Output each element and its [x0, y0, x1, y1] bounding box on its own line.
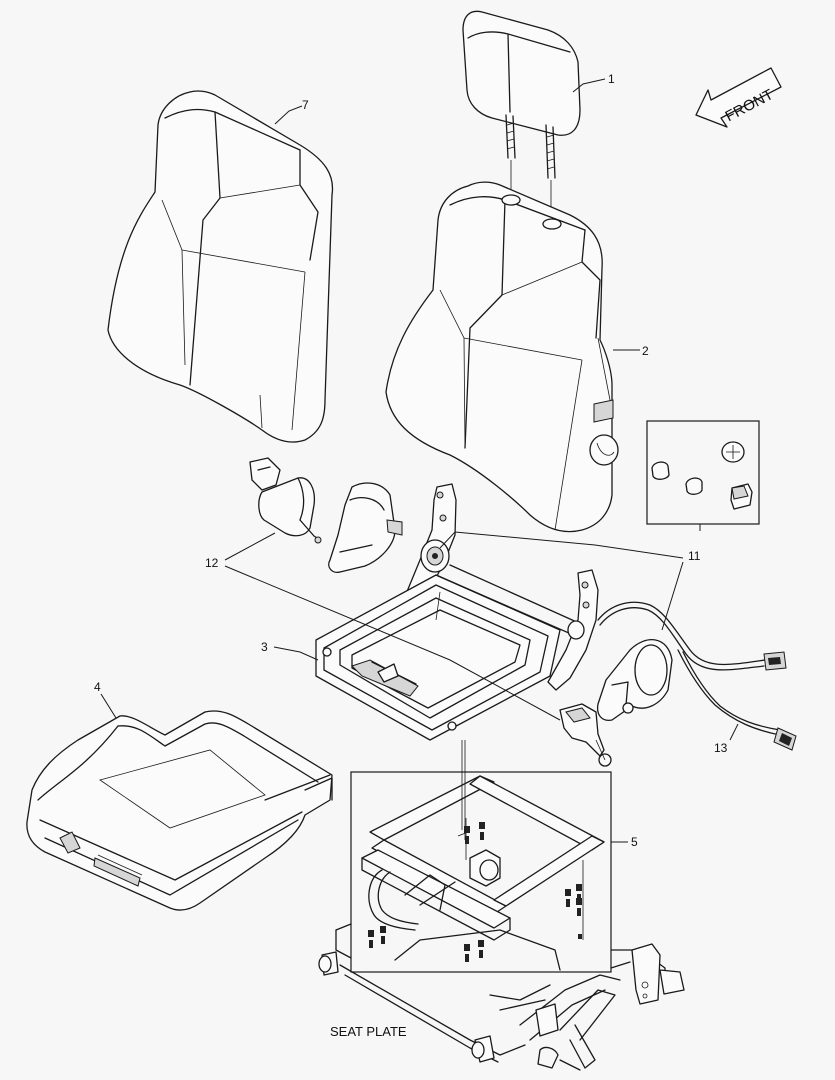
callout-4: 4: [94, 680, 101, 694]
callout-12: 12: [205, 556, 219, 570]
front-arrow-icon: FRONT: [695, 67, 782, 128]
seat-cushion-part: [26, 710, 333, 911]
callout-3: 3: [261, 640, 268, 654]
bolt-group: [368, 822, 582, 962]
callout-13: 13: [714, 741, 728, 755]
callout-7: 7: [302, 98, 309, 112]
callout-labels: 1 2 3 4 5 7 11 12 13: [94, 72, 728, 849]
recliner-mechanism-part: [328, 482, 457, 601]
callout-2: 2: [642, 344, 649, 358]
seat-back-part: [385, 181, 619, 533]
leader-lines: [100, 78, 739, 940]
seat-plate-part: [318, 923, 685, 1071]
wire-harness-part: [596, 601, 797, 751]
callout-11: 11: [688, 549, 701, 563]
callout-5: 5: [631, 835, 638, 849]
seat-frame-part: [315, 564, 599, 741]
seat-belt-part: [249, 457, 612, 767]
seat-plate-caption: SEAT PLATE: [330, 1024, 407, 1039]
recliner-knob-kit-part: [646, 420, 760, 525]
callout-1: 1: [608, 72, 615, 86]
back-cover-part: [107, 90, 334, 443]
slide-rail-kit-part: [350, 771, 612, 973]
